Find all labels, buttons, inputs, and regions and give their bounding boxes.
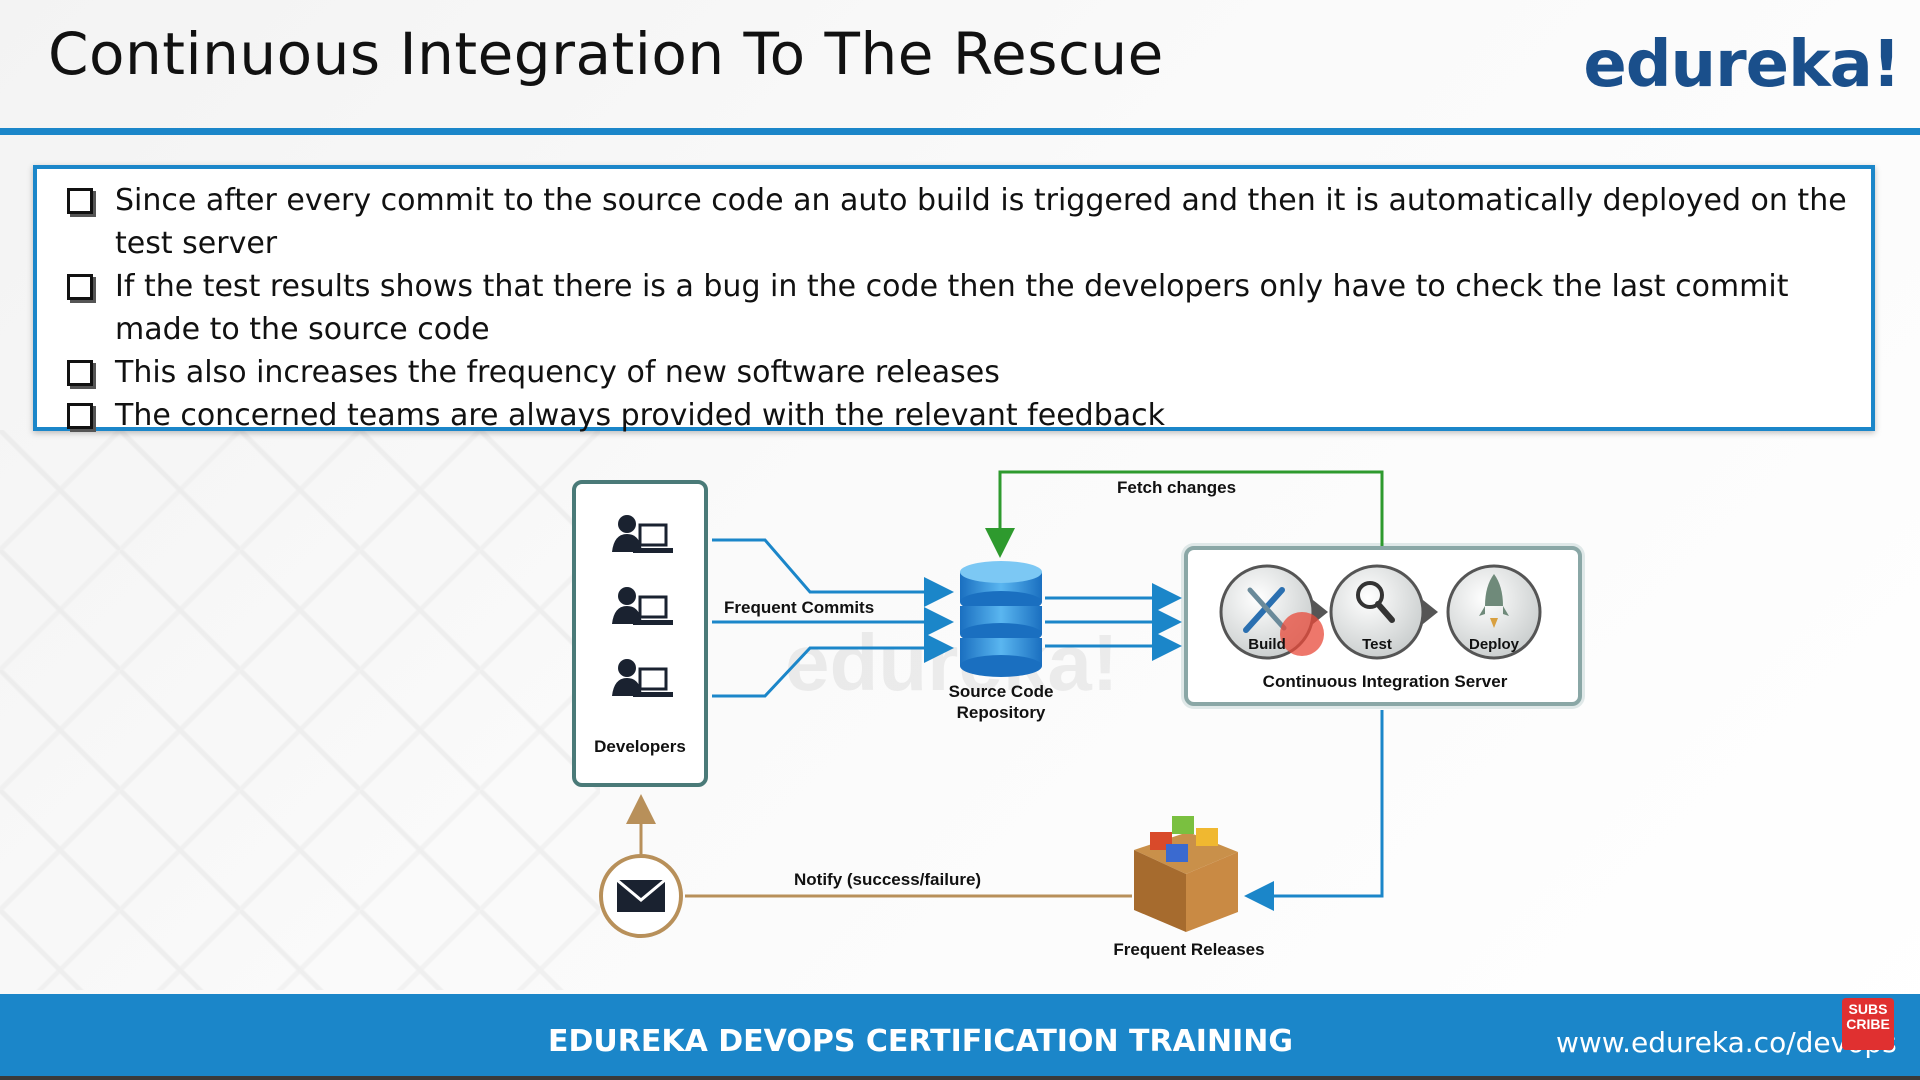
- repository-label: Repository: [956, 703, 1046, 722]
- checkbox-bullet-icon: [67, 403, 93, 429]
- fetch-changes-arrow: [985, 470, 1384, 558]
- developer-icon: [612, 659, 673, 697]
- stage-label-test: Test: [1362, 636, 1392, 653]
- repository-label: Source Code: [948, 682, 1054, 701]
- bullet-text: This also increases the frequency of new…: [115, 355, 1000, 390]
- footer-url[interactable]: www.edureka.co/devops: [1556, 1026, 1897, 1059]
- frequent-commits-label: Frequent Commits: [724, 598, 875, 617]
- mail-icon: [599, 854, 683, 938]
- subscribe-button[interactable]: SUBS CRIBE: [1842, 998, 1894, 1050]
- developers-label: Developers: [594, 737, 686, 756]
- footer-training-text: EDUREKA DEVOPS CERTIFICATION TRAINING: [548, 1024, 1293, 1059]
- stage-label-deploy: Deploy: [1468, 636, 1519, 653]
- database-icon: [960, 561, 1042, 677]
- checkbox-bullet-icon: [67, 360, 93, 386]
- deploy-stage-icon: [1446, 564, 1542, 660]
- stage-label-build: Build: [1248, 636, 1286, 653]
- bullet-item: The concerned teams are always provided …: [55, 394, 1851, 437]
- background-pattern: [0, 430, 600, 990]
- footer-bar: [0, 994, 1920, 1080]
- bullet-text: The concerned teams are always provided …: [115, 398, 1165, 433]
- bullet-item: This also increases the frequency of new…: [55, 351, 1851, 394]
- edureka-logo: edureka!: [1583, 28, 1901, 102]
- bullet-item: If the test results shows that there is …: [55, 265, 1851, 351]
- release-arrow: [1244, 710, 1384, 911]
- fetch-changes-label: Fetch changes: [1117, 478, 1237, 497]
- bullet-item: Since after every commit to the source c…: [55, 179, 1851, 265]
- developer-icon: [612, 587, 673, 625]
- release-box-icon: [1134, 816, 1238, 932]
- bullet-text: If the test results shows that there is …: [115, 269, 1789, 347]
- build-stage-icon: [1219, 564, 1328, 660]
- slide-title: Continuous Integration To The Rescue: [48, 20, 1164, 88]
- title-divider: [0, 128, 1920, 135]
- notify-label: Notify (success/failure): [794, 870, 982, 889]
- developer-icon: [612, 515, 673, 553]
- bottom-strip: [0, 1076, 1920, 1080]
- bullet-text: Since after every commit to the source c…: [115, 183, 1847, 261]
- frequent-releases-label: Frequent Releases: [1113, 940, 1265, 959]
- diagram-graphics: edureka!: [599, 470, 1542, 938]
- test-stage-icon: [1329, 564, 1438, 660]
- commit-arrows: [712, 538, 1182, 698]
- checkbox-bullet-icon: [67, 274, 93, 300]
- bullet-list: Since after every commit to the source c…: [33, 165, 1875, 433]
- checkbox-bullet-icon: [67, 188, 93, 214]
- ci-diagram: edureka!: [560, 460, 1590, 970]
- ci-server-label: Continuous Integration Server: [1262, 672, 1508, 691]
